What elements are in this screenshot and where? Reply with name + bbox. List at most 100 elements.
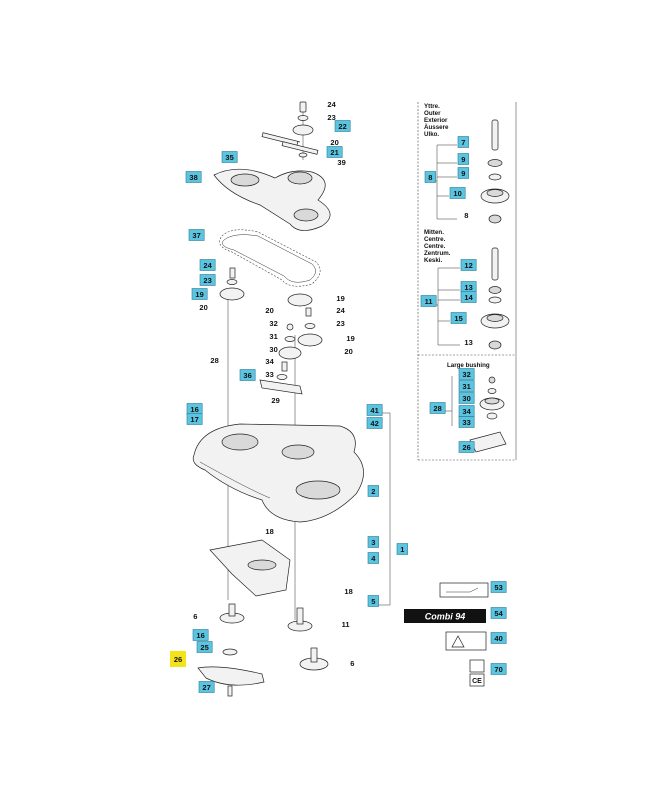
callout-53: 53 <box>494 583 502 592</box>
callout-box-14 <box>460 291 477 303</box>
callout-34: 34 <box>265 357 274 366</box>
callout-19: 19 <box>336 294 344 303</box>
callout-box-26 <box>458 441 475 453</box>
callout-box-9 <box>457 153 469 165</box>
callout-25: 25 <box>200 643 208 652</box>
callout-26: 26 <box>462 443 470 452</box>
drive-belt <box>219 229 321 287</box>
callout-24: 24 <box>203 261 212 270</box>
callout-28: 28 <box>210 356 218 365</box>
callout-box-70 <box>490 663 507 675</box>
callout-38: 38 <box>189 173 197 182</box>
callout-box-33 <box>458 416 475 428</box>
callout-14: 14 <box>464 293 473 302</box>
callout-29: 29 <box>271 396 279 405</box>
callout-box-36 <box>239 369 256 381</box>
callout-labels: 2423222021393538372423192019242319202032… <box>185 100 507 693</box>
callout-box-17 <box>186 413 203 425</box>
callout-37: 37 <box>192 231 200 240</box>
callout-box-23 <box>199 274 216 286</box>
callout-11: 11 <box>342 620 350 629</box>
callout-16: 16 <box>196 631 204 640</box>
callout-box-42 <box>366 417 383 429</box>
callout-30: 30 <box>462 394 470 403</box>
label-icons: Combi 94 CE <box>404 582 489 687</box>
callout-box-12 <box>460 259 477 271</box>
callout-box-10 <box>449 187 466 199</box>
outer-spindle-assembly <box>431 119 510 224</box>
callout-8: 8 <box>464 211 468 220</box>
callout-18: 18 <box>265 527 273 536</box>
callout-9: 9 <box>461 169 465 178</box>
callout-box-5 <box>367 595 379 607</box>
callout-12: 12 <box>464 261 472 270</box>
callout-box-28 <box>429 402 446 414</box>
callout-30: 30 <box>269 345 277 354</box>
callout-20: 20 <box>330 138 338 147</box>
callout-box-25 <box>196 641 213 653</box>
callout-6: 6 <box>193 612 197 621</box>
centre-header-line-1: Mitten. <box>424 229 444 236</box>
ce-mark: CE <box>472 678 482 685</box>
ce-decal-icon <box>469 673 485 687</box>
callout-23: 23 <box>327 113 335 122</box>
callout-box-31 <box>458 380 475 392</box>
callout-box-27 <box>198 681 215 693</box>
outer-header-line-1: Yttre. <box>424 103 440 110</box>
callout-6: 6 <box>350 659 354 668</box>
callout-20: 20 <box>199 303 207 312</box>
centre-header-line-2: Centre. <box>424 236 446 243</box>
info-decal-icon <box>469 659 485 673</box>
callout-11: 11 <box>425 297 433 306</box>
callout-box-38 <box>185 171 202 183</box>
callout-13: 13 <box>464 338 472 347</box>
callout-24: 24 <box>336 306 345 315</box>
callout-39: 39 <box>337 158 345 167</box>
callout-9: 9 <box>461 155 465 164</box>
callout-17: 17 <box>190 415 198 424</box>
callout-40: 40 <box>494 634 502 643</box>
callout-box-1 <box>396 543 408 555</box>
callout-box-9 <box>457 167 469 179</box>
callout-box-24 <box>199 259 216 271</box>
callout-19: 19 <box>346 334 354 343</box>
centre-header-line-5: Keski. <box>424 257 443 264</box>
callout-19: 19 <box>195 290 203 299</box>
centre-spindle-assembly <box>432 247 510 350</box>
callout-box-32 <box>458 368 475 380</box>
callout-10: 10 <box>453 189 461 198</box>
callout-24: 24 <box>327 100 336 109</box>
callout-33: 33 <box>265 370 273 379</box>
outer-header-line-5: Ulko. <box>424 131 439 138</box>
side-panel: Yttre. Outer Exterior Äussere Ulko. Mitt… <box>417 102 517 461</box>
callout-1: 1 <box>400 545 404 554</box>
large-bushing-assembly <box>443 376 507 453</box>
cutting-blade <box>197 666 265 686</box>
warning-triangle-icon <box>451 635 465 648</box>
callout-27: 27 <box>202 683 210 692</box>
callout-23: 23 <box>203 276 211 285</box>
page-tag-text: 26 <box>174 655 182 664</box>
callout-35: 35 <box>225 153 233 162</box>
callout-box-4 <box>367 552 379 564</box>
callout-box-37 <box>188 229 205 241</box>
callout-20: 20 <box>265 306 273 315</box>
callout-4: 4 <box>371 554 376 563</box>
callout-box-22 <box>334 120 351 132</box>
callout-box-19 <box>191 288 208 300</box>
callout-23: 23 <box>336 319 344 328</box>
brand-badge-text: Combi 94 <box>425 612 466 622</box>
outer-header-line-2: Outer <box>424 110 441 117</box>
callout-box-40 <box>490 632 507 644</box>
callout-box-30 <box>458 392 475 404</box>
callout-box-7 <box>457 136 469 148</box>
callout-18: 18 <box>344 587 352 596</box>
callout-box-2 <box>367 485 379 497</box>
callout-box-53 <box>490 581 507 593</box>
callout-70: 70 <box>494 665 502 674</box>
decal-icon <box>439 582 489 598</box>
centre-header-line-4: Zentrum. <box>424 250 451 257</box>
outer-header-line-3: Exterior <box>424 117 448 124</box>
